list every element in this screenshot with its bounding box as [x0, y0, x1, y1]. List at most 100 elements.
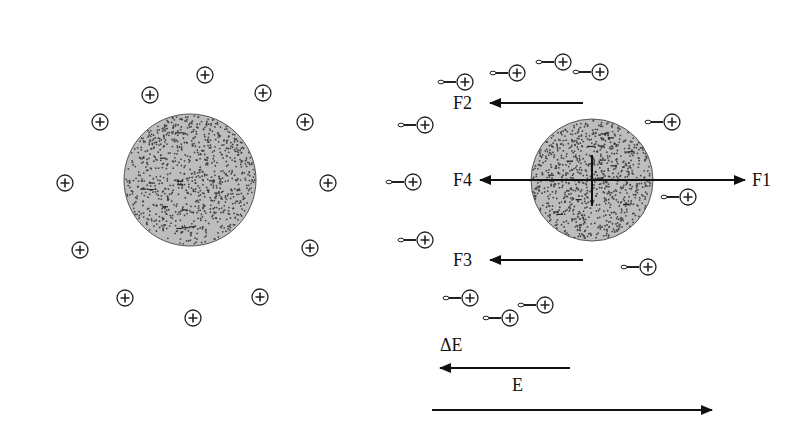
stipple-dot — [588, 233, 590, 235]
stipple-dot — [171, 122, 173, 124]
ion-circle — [417, 232, 433, 248]
stipple-dot — [162, 219, 164, 221]
stipple-dot — [175, 225, 177, 227]
stipple-dot — [244, 163, 246, 165]
stipple-dot — [552, 135, 554, 137]
stipple-dot — [212, 119, 214, 121]
stipple-dot — [593, 187, 595, 189]
stipple-dot — [586, 154, 588, 156]
stipple-dot — [546, 202, 548, 204]
stipple-dot — [556, 144, 558, 146]
stipple-dot — [151, 218, 153, 220]
stipple-dot — [201, 121, 203, 123]
stipple-dot — [164, 211, 166, 213]
stipple-dot — [616, 161, 618, 163]
stipple-dot — [234, 161, 236, 163]
stipple-dot — [203, 128, 205, 130]
stipple-dot — [164, 126, 166, 128]
stipple-dot — [580, 150, 582, 152]
stipple-dot — [179, 213, 181, 215]
stipple-dot — [235, 179, 237, 181]
positive-ion — [398, 232, 433, 248]
stipple-dot — [182, 133, 184, 135]
ion-circle — [320, 175, 336, 191]
stipple-dot — [154, 137, 156, 139]
stipple-dot — [624, 176, 626, 178]
stipple-dot — [175, 139, 177, 141]
stipple-dot — [194, 237, 196, 239]
stipple-dot — [215, 139, 217, 141]
stipple-dot — [632, 203, 634, 205]
negative-charge — [160, 158, 166, 159]
ion-circle — [255, 85, 271, 101]
stipple-dot — [627, 171, 629, 173]
stipple-dot — [180, 231, 182, 233]
stipple-dot — [555, 165, 557, 167]
stipple-dot — [217, 123, 219, 125]
stipple-dot — [185, 189, 187, 191]
stipple-dot — [628, 172, 630, 174]
stipple-dot — [618, 141, 620, 143]
positive-ion — [536, 54, 571, 70]
stipple-dot — [234, 174, 236, 176]
negative-charge — [209, 180, 215, 181]
force-label: F1 — [752, 170, 771, 190]
stipple-dot — [191, 172, 193, 174]
stipple-dot — [214, 174, 216, 176]
stipple-dot — [646, 185, 648, 187]
stipple-dot — [227, 140, 229, 142]
stipple-dot — [214, 134, 216, 136]
stipple-dot — [220, 126, 222, 128]
stipple-dot — [557, 219, 559, 221]
stipple-dot — [596, 188, 598, 190]
stipple-dot — [607, 157, 609, 159]
ion-circle — [57, 175, 73, 191]
stipple-dot — [157, 137, 159, 139]
plus-sign — [596, 68, 605, 77]
stipple-dot — [149, 229, 151, 231]
stipple-dot — [224, 180, 226, 182]
stipple-dot — [249, 188, 251, 190]
stipple-dot — [175, 123, 177, 125]
stipple-dot — [599, 187, 601, 189]
stipple-dot — [642, 186, 644, 188]
stipple-dot — [202, 228, 204, 230]
stipple-dot — [601, 139, 603, 141]
stipple-dot — [167, 132, 169, 134]
stipple-dot — [619, 138, 621, 140]
stipple-dot — [570, 133, 572, 135]
plus-sign — [421, 121, 430, 130]
motion-tail-end — [536, 60, 542, 64]
stipple-dot — [596, 174, 598, 176]
stipple-dot — [571, 203, 573, 205]
stipple-dot — [224, 201, 226, 203]
stipple-dot — [195, 131, 197, 133]
stipple-dot — [594, 171, 596, 173]
stipple-dot — [552, 205, 554, 207]
stipple-dot — [549, 220, 551, 222]
stipple-dot — [175, 211, 177, 213]
positive-ion — [57, 175, 73, 191]
negative-charge — [177, 184, 183, 185]
stipple-dot — [219, 181, 221, 183]
stipple-dot — [600, 137, 602, 139]
stipple-dot — [562, 144, 564, 146]
stipple-dot — [186, 155, 188, 157]
stipple-dot — [167, 121, 169, 123]
stipple-dot — [221, 207, 223, 209]
stipple-dot — [199, 171, 201, 173]
stipple-dot — [149, 140, 151, 142]
plus-sign — [189, 314, 198, 323]
stipple-dot — [579, 229, 581, 231]
stipple-dot — [560, 155, 562, 157]
stipple-dot — [576, 142, 578, 144]
stipple-dot — [638, 149, 640, 151]
stipple-dot — [557, 159, 559, 161]
stipple-dot — [595, 141, 597, 143]
stipple-dot — [603, 229, 605, 231]
stipple-dot — [232, 144, 234, 146]
stipple-dot — [143, 157, 145, 159]
stipple-dot — [145, 166, 147, 168]
stipple-dot — [161, 182, 163, 184]
stipple-dot — [135, 177, 137, 179]
